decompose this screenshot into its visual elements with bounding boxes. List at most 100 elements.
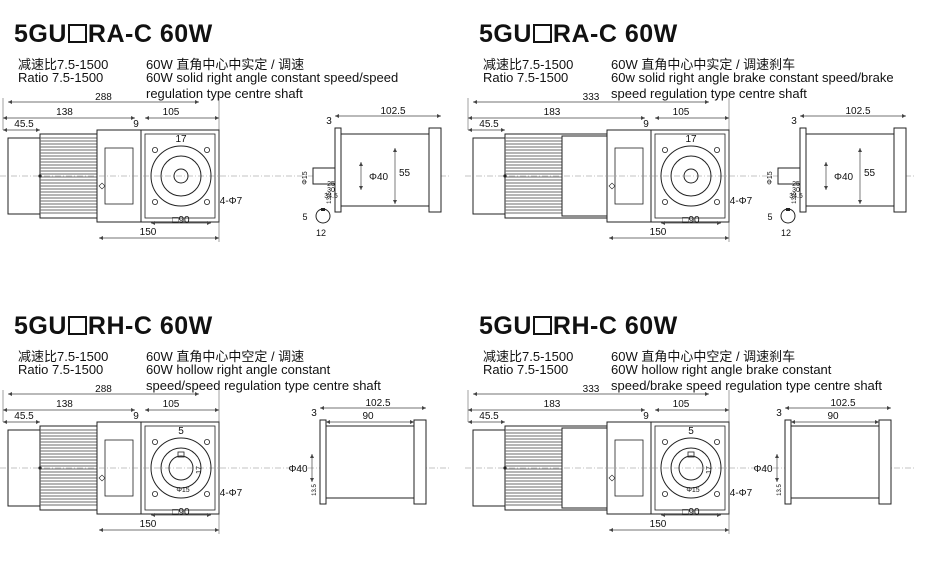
output-boss-circle (670, 447, 712, 489)
dim-base-line-arrow-r (725, 528, 729, 532)
dim-base-line-arrow-l (99, 236, 103, 240)
dim-side-dia-line-arrow-b (775, 478, 779, 482)
ratio-cn: 减速比7.5-1500 (483, 57, 574, 72)
mounting-hole-3 (203, 199, 210, 206)
dim-side-d: 13.5 (312, 484, 318, 496)
dim-body-line-arrow-l (468, 116, 472, 120)
dim-left: 45.5 (14, 119, 34, 130)
motor-centre-mark (503, 466, 507, 470)
dim-total-line-arrow-r (195, 100, 199, 104)
dim-side-c: 34.5 (789, 193, 803, 200)
mounting-hole-0 (151, 439, 158, 446)
side-body (805, 133, 895, 207)
dim-side-inner-line-arrow-r (410, 420, 414, 424)
dim-side-total-line-arrow-r (887, 406, 891, 410)
dim-body-line-arrow-r (131, 116, 135, 120)
dim-holes: 4-Φ7 (220, 196, 243, 207)
dim-side-total-line-arrow-l (320, 406, 324, 410)
dim-side-inner-line-arrow-l (791, 420, 795, 424)
mounting-hole-2 (661, 199, 668, 206)
description-en-1: 60W solid right angle constant speed/spe… (146, 70, 399, 85)
dim-base-line-arrow-r (215, 236, 219, 240)
dim-side-c: 34.5 (324, 193, 338, 200)
dim-side-total-line-arrow-l (800, 114, 804, 118)
dim-side-d: 13.5 (327, 192, 333, 204)
ratio-cn: 减速比7.5-1500 (18, 57, 109, 72)
dim-body-line-arrow-r (641, 408, 645, 412)
ratio-en: Ratio 7.5-1500 (483, 70, 569, 85)
model-prefix: 5GU (14, 312, 67, 340)
dim-holes: 4-Φ7 (730, 488, 753, 499)
mounting-hole-0 (661, 439, 668, 446)
side-rear (893, 127, 907, 213)
dim-side-total: 102.5 (830, 398, 855, 409)
dim-side-height-line-arrow-t (858, 148, 862, 152)
ratio-en: Ratio 7.5-1500 (18, 70, 104, 85)
dim-side-inner-line-arrow-l (326, 420, 330, 424)
dim-side-b: 30 (792, 187, 800, 194)
dim-gap: 9 (643, 119, 649, 130)
description-en-2: regulation type centre shaft (146, 86, 303, 101)
dim-body-line-arrow-l (3, 408, 7, 412)
dim-square-line-arrow-l (151, 221, 155, 225)
model-box-icon (532, 316, 552, 335)
mounting-hole-2 (151, 199, 158, 206)
model-box-icon (532, 24, 552, 43)
key-section-key (321, 208, 325, 211)
dim-square-line-arrow-r (717, 513, 721, 517)
dim-side-flange: 3 (776, 408, 782, 419)
dim-hollow-dia: Φ15 (176, 487, 189, 494)
dim-body: 183 (544, 107, 561, 118)
dim-gear-line-arrow-r (725, 116, 729, 120)
dim-hollow-dia: Φ15 (686, 487, 699, 494)
key-section-key (786, 208, 790, 211)
output-boss-circle (160, 447, 202, 489)
ratio-cn: 减速比7.5-1500 (18, 349, 109, 364)
dim-gear-line-arrow-r (215, 408, 219, 412)
dim-hollow-key: 17 (706, 466, 713, 474)
motor-centre-mark (503, 174, 507, 178)
dim-side-a: 25 (792, 181, 800, 188)
dim-side-total: 102.5 (845, 106, 870, 117)
dim-base: 150 (650, 227, 667, 238)
dim-shaft-pcd: 5 (688, 426, 694, 437)
ratio-cn: 减速比7.5-1500 (483, 349, 574, 364)
dim-total-line-arrow-r (705, 392, 709, 396)
side-rear (413, 419, 427, 505)
dim-shaft-pcd: 17 (175, 134, 187, 145)
output-flange-circle (150, 145, 212, 207)
dim-left-line-arrow-r (36, 420, 40, 424)
dim-gear-line-arrow-r (215, 116, 219, 120)
dim-side-flange: 3 (311, 408, 317, 419)
dim-body: 138 (56, 399, 73, 410)
dim-side-inner: 90 (827, 411, 839, 422)
dim-left-line-arrow-r (501, 128, 505, 132)
side-rear (428, 127, 442, 213)
dim-square: □90 (682, 507, 700, 518)
side-flange (784, 419, 792, 505)
mounting-hole-3 (713, 491, 720, 498)
dim-total-line-arrow-l (473, 392, 477, 396)
side-body (790, 425, 880, 499)
dim-left: 45.5 (479, 411, 499, 422)
dim-side-height: 55 (399, 168, 411, 179)
model-suffix: RA-C 60W (87, 20, 213, 48)
dim-base-line-arrow-l (609, 236, 613, 240)
description-en-1: 60W hollow right angle brake constant (611, 362, 832, 377)
dim-shaft-dia: Φ15 (302, 171, 309, 184)
dim-gear: 105 (673, 399, 690, 410)
dim-side-d: 13.5 (792, 192, 798, 204)
output-flange-circle (660, 437, 722, 499)
hollow-keyway (177, 451, 185, 458)
dim-side-dia-line-arrow-t (824, 162, 828, 166)
description-cn: 60W 直角中心中空定 / 调速刹车 (611, 349, 796, 364)
side-flange (319, 419, 327, 505)
